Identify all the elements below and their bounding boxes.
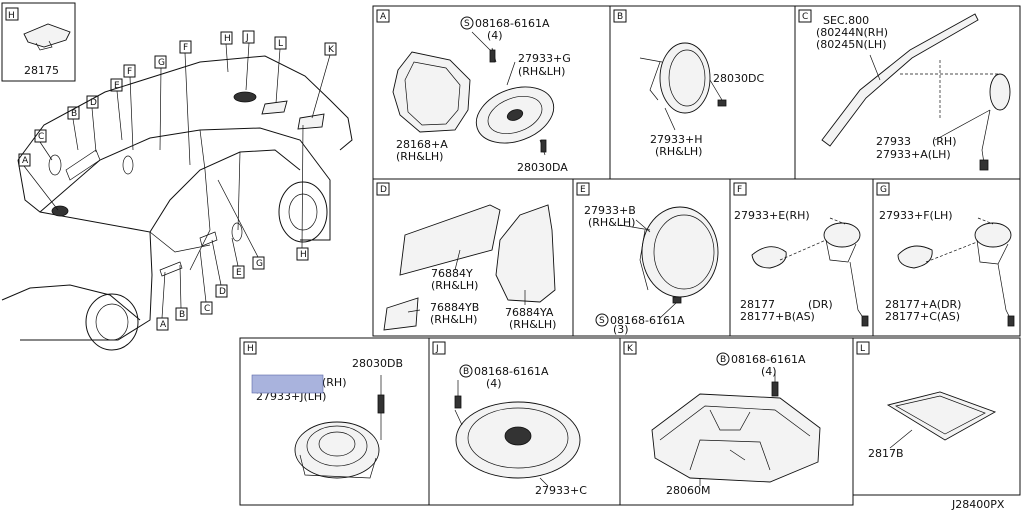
variant-label: (DR): [808, 298, 833, 311]
panel-h: H 28030DB (RH) 27933+J(LH): [243, 341, 403, 479]
part-label: 76884YA: [505, 306, 554, 319]
panel-l: L 2817B: [856, 341, 997, 460]
vehicle-tag-c-bottom: C: [204, 304, 210, 314]
part-label: (80245N(LH): [816, 38, 887, 51]
part-label: 28030DB: [352, 357, 403, 370]
bolt-symbol: S: [464, 19, 470, 29]
diagram-code: J28400PX: [951, 498, 1005, 510]
part-label: 08168-6161A: [731, 353, 806, 366]
variant-label: (RH): [322, 376, 347, 389]
part-label: 27933+E(RH): [734, 209, 810, 222]
vehicle-tag-e-top: E: [114, 81, 120, 91]
part-label: 08168-6161A: [474, 365, 549, 378]
part-label: 27933+A(LH): [876, 148, 951, 161]
part-label: 27933+G: [518, 52, 571, 65]
vehicle-tag-b-bottom: B: [179, 310, 185, 320]
panel-letter: F: [737, 185, 742, 195]
panel-letter: G: [880, 185, 887, 195]
variant-label: (RH): [932, 135, 957, 148]
panel-letter: E: [580, 185, 586, 195]
panel-k: K B 08168-6161A (4) 28060M: [623, 341, 821, 497]
vehicle-tag-d-top: D: [90, 98, 97, 108]
panel-letter: D: [380, 185, 387, 195]
panel-c: C SEC.800 (80244N(RH) (80245N(LH) 27933 …: [798, 9, 1011, 171]
highlight-box: [251, 374, 324, 394]
part-label: 76884YB: [430, 301, 479, 314]
panel-b: B 28030DC 27933+H (RH&LH): [613, 9, 764, 158]
part-label: 08168-6161A: [475, 17, 550, 30]
callout-letter: H: [8, 11, 15, 21]
bolt-symbol: B: [720, 355, 726, 365]
qty-label: (4): [486, 377, 502, 390]
variant-label: (RH&LH): [431, 279, 478, 292]
bolt-symbol: S: [599, 316, 605, 326]
variant-label: (RH&LH): [588, 216, 635, 229]
qty-label: (4): [761, 365, 777, 378]
vehicle-tag-a-bottom: A: [160, 320, 167, 330]
vehicle-tag-h-bottom: H: [300, 250, 307, 260]
variant-label: (RH&LH): [396, 150, 443, 163]
section-label: SEC.800: [823, 14, 869, 27]
panel-letter: J: [435, 344, 439, 354]
panel-letter: K: [627, 344, 634, 354]
variant-label: (RH&LH): [655, 145, 702, 158]
vehicle-tag-l: L: [278, 39, 283, 49]
vehicle-tag-j: J: [245, 33, 249, 43]
panel-frames: [239, 5, 1021, 506]
variant-label: (RH&LH): [509, 318, 556, 331]
part-label: 27933+C: [535, 484, 587, 497]
part-label: 28168+A: [396, 138, 448, 151]
panel-f: F 27933+E(RH) 28177 (DR) 28177+B(AS): [733, 182, 869, 327]
vehicle-callouts: H J L K F G E F D B C A A B C D E G H: [18, 30, 337, 331]
vehicle-tag-g-bottom: G: [256, 259, 263, 269]
part-label: 28177+B(AS): [740, 310, 815, 323]
panel-letter: B: [617, 12, 623, 22]
vehicle-tag-h-top: H: [224, 34, 231, 44]
variant-label: (RH&LH): [430, 313, 477, 326]
panel-letter: H: [247, 344, 254, 354]
variant-label: (RH&LH): [518, 65, 565, 78]
part-label: (80244N(RH): [816, 26, 888, 39]
part-label: 28175: [24, 64, 59, 77]
vehicle-tag-f-top: F: [183, 43, 188, 53]
vehicle-tag-k: K: [328, 45, 335, 55]
panel-d: D 76884Y (RH&LH) 76884YB (RH&LH) 76884YA…: [376, 182, 556, 331]
part-label: 76884Y: [431, 267, 473, 280]
panel-a: A S 08168-6161A (4) 27933+G (RH&LH) 2816…: [376, 9, 571, 174]
callout-box-28175: H 28175: [1, 2, 76, 82]
vehicle-tag-d-bottom: D: [219, 287, 226, 297]
part-label: 28060M: [666, 484, 710, 497]
part-label: 28177: [740, 298, 775, 311]
vehicle-tag-c-top: C: [38, 132, 44, 142]
vehicle-tag-g-top: G: [158, 58, 165, 68]
vehicle-tag-a-top: A: [22, 156, 29, 166]
panel-letter: A: [380, 12, 387, 22]
panel-g: G 27933+F(LH) 28177+A(DR) 28177+C(AS): [876, 182, 1015, 327]
qty-label: (3): [613, 323, 629, 336]
vehicle-illustration: [1, 55, 353, 351]
part-label: 28177+C(AS): [885, 310, 960, 323]
part-label: 28177+A(DR): [885, 298, 961, 311]
part-label: 27933: [876, 135, 911, 148]
part-label: 28030DA: [517, 161, 568, 174]
vehicle-tag-f-left: F: [127, 67, 132, 77]
part-label: 2817B: [868, 447, 904, 460]
vehicle-tag-b-top: B: [71, 109, 77, 119]
panel-letter: C: [802, 12, 808, 22]
panel-e: E 27933+B (RH&LH) S 08168-6161A (3): [576, 182, 719, 336]
part-label: 08168-6161A: [610, 314, 685, 327]
panel-letter: L: [860, 344, 865, 354]
bolt-symbol: B: [463, 367, 469, 377]
part-label: 27933+F(LH): [879, 209, 953, 222]
qty-label: (4): [487, 29, 503, 42]
part-label: 27933+H: [650, 133, 702, 146]
part-label: 27933+B: [584, 204, 636, 217]
part-label: 28030DC: [713, 72, 764, 85]
vehicle-tag-e-bottom: E: [236, 268, 242, 278]
panel-j: J B 08168-6161A (4) 27933+C: [432, 341, 587, 497]
